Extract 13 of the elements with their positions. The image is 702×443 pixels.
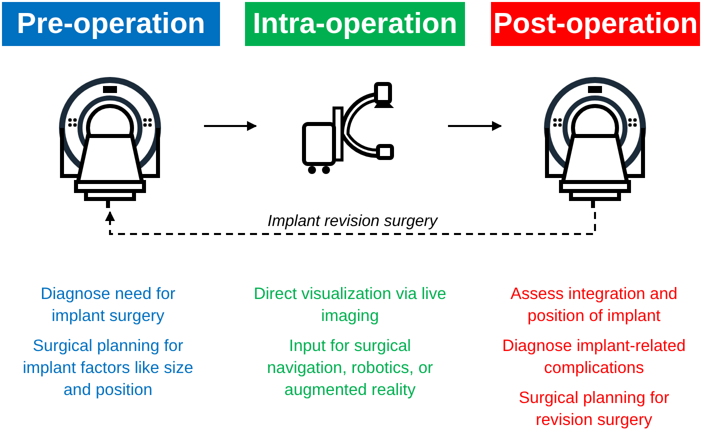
phase-header: Pre-operation bbox=[2, 2, 220, 46]
arrow bbox=[204, 121, 257, 131]
dashed-arrow bbox=[105, 211, 596, 235]
description-text: Surgical planning for implant factors like size and position bbox=[22, 336, 194, 401]
description-text: Assess integration and position of implant bbox=[510, 284, 678, 327]
phase-header: Intra-operation bbox=[245, 2, 465, 46]
description-text: Direct visualization via live imaging bbox=[252, 284, 448, 327]
description-text: Diagnose implant-related complications bbox=[501, 336, 687, 379]
description-text: Surgical planning for revision surgery bbox=[518, 388, 670, 431]
description-text: Input for surgical navigation, robotics, or augmented reality bbox=[266, 336, 434, 401]
phase-header: Post-operation bbox=[491, 2, 700, 46]
description-text: Diagnose need for implant surgery bbox=[40, 284, 176, 327]
arrow bbox=[448, 121, 502, 131]
